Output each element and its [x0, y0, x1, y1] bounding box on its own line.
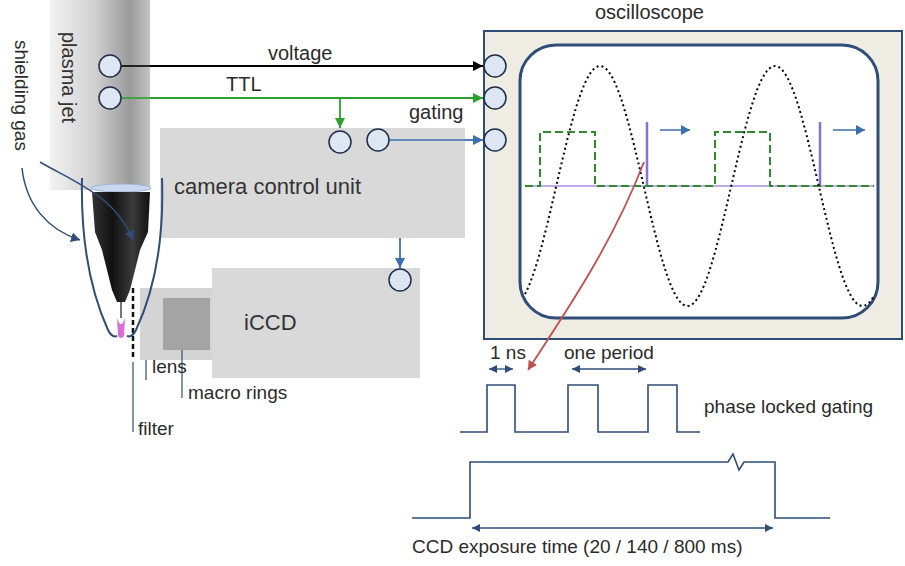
- connector: [150, 97, 483, 99]
- part-label: macro rings: [188, 382, 287, 404]
- gas-arrow: [22, 168, 80, 240]
- dimension-arrow: [489, 368, 513, 369]
- dimension-label: 1 ns: [490, 342, 526, 364]
- part-label: filter: [138, 418, 174, 440]
- filter: [132, 288, 135, 360]
- camera-box: iCCD: [212, 268, 420, 378]
- socket: [99, 55, 121, 77]
- socket: [367, 129, 389, 151]
- needle: [120, 302, 122, 318]
- plasma-jet-body: plasma jet: [50, 0, 150, 190]
- macro-rings: [163, 298, 210, 350]
- leader-line: [145, 360, 146, 380]
- wire-stub: [121, 97, 150, 99]
- plasma-plume: [117, 318, 125, 338]
- wire-stub: [389, 139, 465, 141]
- shielding-cup: [82, 178, 162, 336]
- shift-arrow: [660, 129, 690, 131]
- gate-spike: [646, 122, 649, 186]
- signal-name: gating: [409, 101, 464, 124]
- zoom-arrow: [528, 162, 644, 370]
- sockets: [99, 55, 506, 291]
- node-label: plasma jet: [57, 32, 80, 123]
- connector: [399, 238, 401, 268]
- voltage-trace: [525, 66, 873, 306]
- node-label: iCCD: [244, 310, 297, 335]
- exposure-window: [412, 454, 830, 518]
- gate-pulse-train: [460, 385, 700, 432]
- socket: [389, 269, 411, 291]
- control-unit-box: camera control unit: [160, 128, 465, 238]
- dimension-arrow: [572, 368, 646, 369]
- shift-arrow: [833, 129, 865, 131]
- socket: [99, 87, 121, 109]
- socket: [484, 129, 506, 151]
- signal-label: phase locked gating: [704, 396, 873, 418]
- node-label: camera control unit: [174, 174, 361, 199]
- nozzle: [92, 192, 150, 302]
- wire-stub: [121, 65, 150, 67]
- oscilloscope-housing: oscilloscope: [483, 30, 903, 340]
- signal-name: TTL: [226, 73, 262, 96]
- socket: [484, 55, 506, 77]
- lens-body: [140, 288, 212, 360]
- gate-spike: [819, 122, 822, 186]
- dimension-label: one period: [564, 342, 654, 364]
- dimension-label: CCD exposure time (20 / 140 / 800 ms): [412, 536, 743, 558]
- node-label: oscilloscope: [595, 1, 704, 24]
- connector: [465, 139, 483, 141]
- gas-arrow: [40, 162, 133, 240]
- part-label: lens: [152, 356, 187, 378]
- connector: [150, 65, 483, 67]
- scope-screen: [520, 45, 878, 318]
- socket: [484, 87, 506, 109]
- signal-name: voltage: [268, 42, 333, 65]
- connector: [150, 98, 340, 128]
- nozzle-rim: [91, 184, 151, 192]
- gas-label: shielding gas: [10, 40, 32, 151]
- leader-line: [132, 362, 133, 432]
- dimension-arrow: [472, 527, 773, 528]
- socket: [329, 131, 351, 153]
- trigger-baseline: [525, 185, 874, 187]
- ttl-trace: [525, 132, 874, 186]
